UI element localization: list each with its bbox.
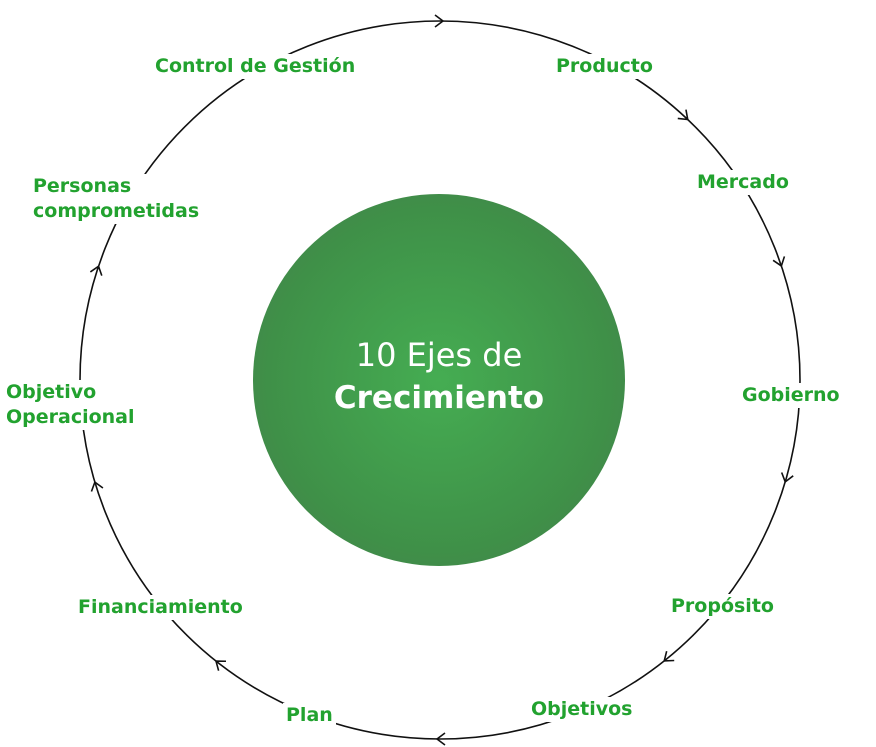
direction-arrow-icon (89, 264, 103, 276)
axis-label-producto: Producto (553, 54, 656, 79)
axis-label-mercado: Mercado (694, 170, 792, 195)
axis-label-personas-comprometidas: Personas comprometidas (30, 174, 203, 224)
direction-arrow-icon (90, 480, 104, 492)
direction-arrow-icon (780, 472, 794, 484)
direction-arrow-icon (434, 14, 445, 28)
center-circle: 10 Ejes de Crecimiento (253, 194, 625, 566)
direction-arrow-icon (214, 660, 227, 671)
direction-arrow-icon (772, 256, 786, 268)
center-title-line1: 10 Ejes de (355, 336, 523, 374)
center-title-line2: Crecimiento (333, 380, 545, 416)
direction-arrow-icon (677, 109, 689, 121)
axis-label-objetivo-operacional: Objetivo Operacional (3, 380, 138, 430)
axis-label-proposito: Propósito (668, 594, 777, 619)
axis-label-objetivos: Objetivos (528, 697, 636, 722)
axis-label-control-de-gestion: Control de Gestión (152, 54, 359, 79)
direction-arrow-icon (435, 732, 446, 746)
axis-label-gobierno: Gobierno (739, 383, 843, 408)
axis-label-financiamiento: Financiamiento (75, 595, 246, 620)
axis-label-plan: Plan (283, 703, 336, 728)
direction-arrow-icon (663, 650, 675, 662)
